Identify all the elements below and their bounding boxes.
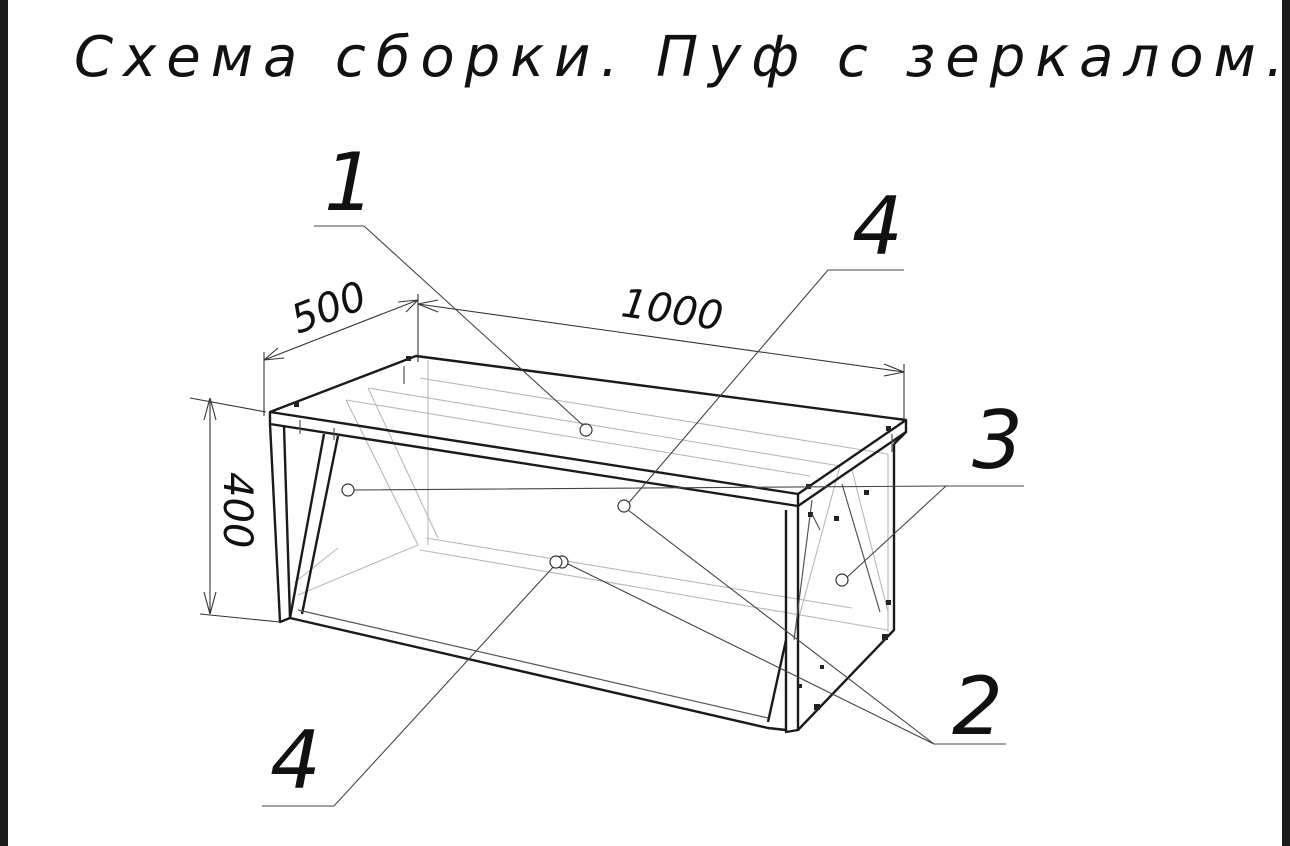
right-frame-strut-thin — [793, 499, 813, 641]
hidden-top-rail-front — [345, 399, 811, 477]
dim-height-arrow-bottom — [203, 591, 217, 615]
pin-right-2 — [834, 516, 839, 521]
dim-height-ext-bottom — [199, 613, 281, 623]
dim-depth-line — [263, 299, 419, 361]
left-side-panel — [268, 423, 292, 624]
dim-height-ext-top — [189, 397, 267, 413]
dim-depth-arrow-right — [397, 299, 419, 313]
leader-4-top — [625, 269, 904, 507]
dim-depth-label: 500 — [285, 273, 373, 343]
bottom-inner-edge — [297, 609, 769, 719]
hidden-left-foot-link — [293, 547, 339, 584]
pin-right-1 — [808, 512, 813, 517]
hidden-bottom-left-link — [297, 544, 419, 596]
hidden-bottom-rail-mid — [425, 537, 853, 609]
marker-4-bottom — [549, 555, 563, 569]
pin-top-left — [294, 402, 299, 407]
right-side-corner — [893, 431, 907, 445]
callout-2: 2 — [952, 660, 1003, 753]
hidden-top-rail-back — [367, 387, 841, 467]
diagram-title: Схема сборки. Пуф с зеркалом. — [74, 25, 1282, 90]
left-frame-strut-outer — [288, 433, 326, 619]
pin-right-3 — [864, 490, 869, 495]
right-side-panel-front — [784, 506, 800, 734]
leader-4-bottom — [262, 563, 557, 807]
assembly-diagram: Схема сборки. Пуф с зеркалом. — [74, 25, 1282, 807]
leader-2-b — [563, 561, 935, 745]
fasteners — [294, 356, 893, 710]
hidden-left-brace-a — [345, 399, 419, 546]
dim-height-label: 400 — [214, 472, 260, 548]
hidden-right-brace-b — [851, 469, 889, 613]
hidden-top-rail-inner — [419, 377, 889, 455]
pin-front-right-2 — [820, 665, 824, 669]
marker-3-left — [341, 483, 355, 497]
right-frame-strut — [766, 639, 788, 723]
dim-length-label: 1000 — [619, 280, 726, 340]
pin-top-back-right — [886, 426, 891, 431]
dim-length-line — [417, 303, 905, 373]
marker-4-top — [617, 499, 631, 513]
callout-3: 3 — [972, 394, 1023, 487]
bottom-front-edge — [289, 616, 787, 732]
callout-4-top: 4 — [852, 180, 903, 273]
hidden-left-brace-b — [367, 387, 439, 539]
hidden-right-brace-a — [793, 465, 841, 637]
leader-1 — [314, 225, 587, 429]
hidden-structure — [293, 360, 889, 637]
top-panel-right-edge — [797, 420, 908, 507]
pin-right-foot — [882, 634, 888, 640]
pin-front-foot — [814, 704, 820, 710]
dim-depth-arrow-left — [263, 347, 285, 361]
right-inner-brace — [841, 483, 881, 613]
dim-height-arrow-top — [203, 397, 217, 421]
dim-length-arrow-left — [417, 299, 439, 313]
pin-right-4 — [886, 600, 891, 605]
pin-front-right — [798, 684, 802, 688]
pouf-body — [268, 354, 908, 734]
marker-1 — [579, 423, 593, 437]
callout-4-bottom: 4 — [270, 714, 321, 807]
callout-1: 1 — [324, 136, 375, 229]
top-panel-front-edge — [268, 412, 800, 508]
dim-length-arrow-right — [883, 363, 905, 377]
left-frame-strut-inner — [300, 435, 340, 615]
hidden-bottom-rail-back — [419, 549, 889, 631]
dowel-lines — [299, 366, 893, 531]
right-side-panel-back — [797, 444, 896, 731]
leaders — [262, 225, 1024, 807]
drawing-sheet: Схема сборки. Пуф с зеркалом. — [8, 0, 1282, 846]
leader-3-right — [843, 485, 947, 581]
marker-3-right — [835, 573, 849, 587]
pin-top-back-left — [406, 356, 411, 361]
